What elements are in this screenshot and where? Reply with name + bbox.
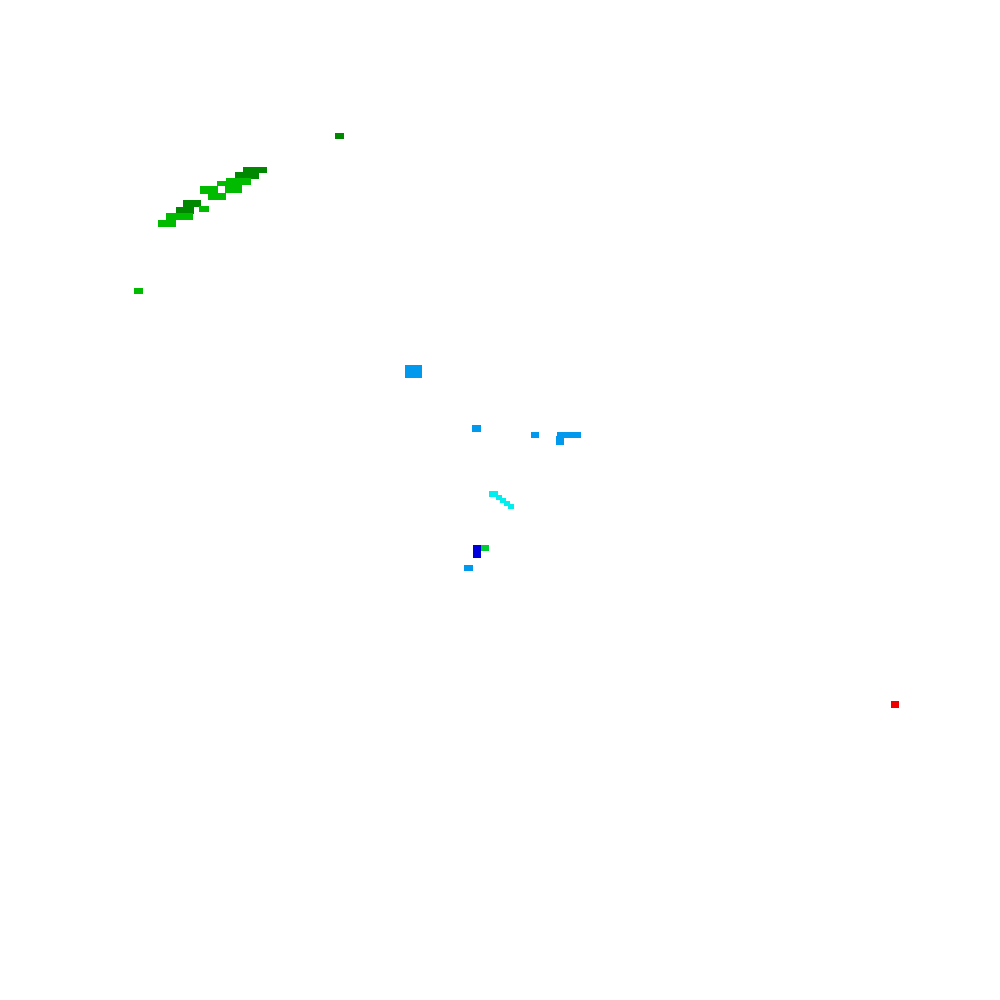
pixel-mark-cyan-19	[489, 491, 498, 497]
pixel-mark-green-light-6	[225, 185, 242, 193]
pixel-mark-green-light-9	[199, 206, 209, 212]
pixel-mark-blue-light-16	[531, 432, 539, 438]
pixel-mark-green-light-4	[217, 181, 233, 186]
pixel-mark-green-light-3	[226, 178, 251, 185]
pixel-mark-blue-light-17	[557, 432, 581, 438]
pixel-mark-blue-dark-24	[473, 545, 481, 558]
pixel-mark-blue-light-18	[556, 436, 564, 445]
pixel-mark-green-bright-25	[481, 545, 489, 551]
pixel-mark-green-light-12	[158, 220, 176, 227]
pixel-mark-green-dark-10	[176, 207, 194, 214]
pixel-mark-green-light-13	[134, 288, 143, 294]
pixel-mark-green-dark-1	[243, 167, 267, 173]
pixel-mark-cyan-21	[500, 498, 506, 503]
pixel-mark-blue-light-14	[405, 365, 422, 378]
pixel-mark-blue-light-15	[472, 425, 481, 432]
pixel-mark-green-light-11	[166, 213, 193, 220]
pixel-mark-green-dark-2	[235, 172, 259, 179]
pixel-mark-green-dark-8	[183, 200, 201, 207]
pixel-mark-red-27	[891, 701, 899, 708]
pixel-mark-green-light-7	[208, 193, 226, 200]
pixel-mark-cyan-23	[508, 504, 514, 509]
pixel-mark-green-dark-0	[335, 133, 344, 139]
pixel-mark-green-light-5	[200, 186, 218, 194]
pixel-mark-cyan-20	[496, 495, 502, 500]
pixel-mark-cyan-22	[504, 501, 510, 506]
pixel-mark-blue-light-26	[464, 565, 473, 571]
